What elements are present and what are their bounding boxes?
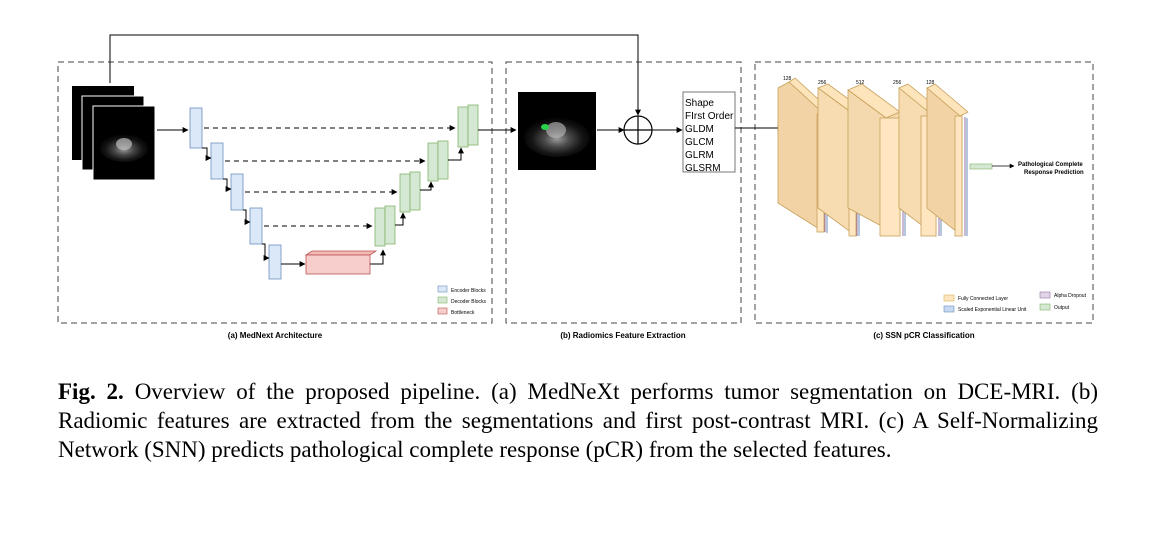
- decoder-steps: [395, 147, 464, 226]
- bottleneck-block: [304, 250, 378, 275]
- segmented-mri-image: [518, 92, 596, 170]
- caption-label: Fig. 2.: [58, 379, 124, 404]
- layer-size-label: 256: [818, 80, 827, 86]
- encoder-blocks: [189, 107, 282, 280]
- top-skip-connection: [109, 34, 641, 116]
- feature-item: Shape: [685, 98, 714, 109]
- bottleneck-up-arrow: [370, 249, 386, 265]
- layer-size-labels: 128 256 512 256 128: [783, 76, 935, 86]
- output-node: [969, 163, 1015, 170]
- feature-item: GLDM: [685, 124, 714, 135]
- legend-fc-label: Fully Connected Layer: [958, 296, 1008, 302]
- figure-caption: Fig. 2. Overview of the proposed pipelin…: [58, 377, 1098, 464]
- skip-connections: [204, 125, 456, 229]
- snn-layers: [777, 77, 969, 237]
- layer-size-label: 128: [926, 80, 935, 86]
- caption-text: Overview of the proposed pipeline. (a) M…: [58, 379, 1098, 462]
- panel-b-box: [505, 61, 742, 324]
- panel-b-title: (b) Radiomics Feature Extraction: [560, 331, 685, 340]
- panel-a-box: [57, 61, 493, 324]
- output-label-line1: Pathological Complete: [1018, 162, 1083, 168]
- feature-item: GLRM: [685, 150, 714, 161]
- legend-c: Fully Connected Layer Scaled Exponential…: [943, 291, 1087, 313]
- encoder-steps: [202, 147, 306, 267]
- legend-selu-label: Scaled Exponential Linear Unit: [958, 307, 1027, 313]
- layer-size-label: 128: [783, 76, 792, 82]
- feature-item: GLSRM: [685, 163, 721, 174]
- legend-encoder-label: Encoder Blocks: [451, 288, 486, 294]
- mri-input-stack: [72, 86, 156, 181]
- feature-item: FIrst Order: [685, 111, 734, 122]
- legend-decoder-label: Decoder Blocks: [451, 299, 487, 305]
- layer-size-label: 512: [856, 80, 865, 86]
- legend-a: Encoder Blocks Decoder Blocks Bottleneck: [437, 285, 487, 316]
- decoder-blocks: [374, 104, 479, 247]
- output-label-line2: Response Prediction: [1024, 170, 1084, 176]
- legend-output-label: Output: [1054, 305, 1070, 311]
- pipeline-figure: Encoder Blocks Decoder Blocks Bottleneck…: [57, 34, 1094, 340]
- feature-list-box: [682, 91, 736, 173]
- sum-operator-icon: [623, 115, 653, 145]
- panel-c-title: (c) SSN pCR Classification: [873, 331, 974, 340]
- panel-a-title: (a) MedNext Architecture: [228, 331, 323, 340]
- legend-bottleneck-label: Bottleneck: [451, 310, 475, 316]
- layer-size-label: 256: [893, 80, 902, 86]
- feature-item: GLCM: [685, 137, 714, 148]
- legend-dropout-label: Alpha Dropout: [1054, 293, 1087, 299]
